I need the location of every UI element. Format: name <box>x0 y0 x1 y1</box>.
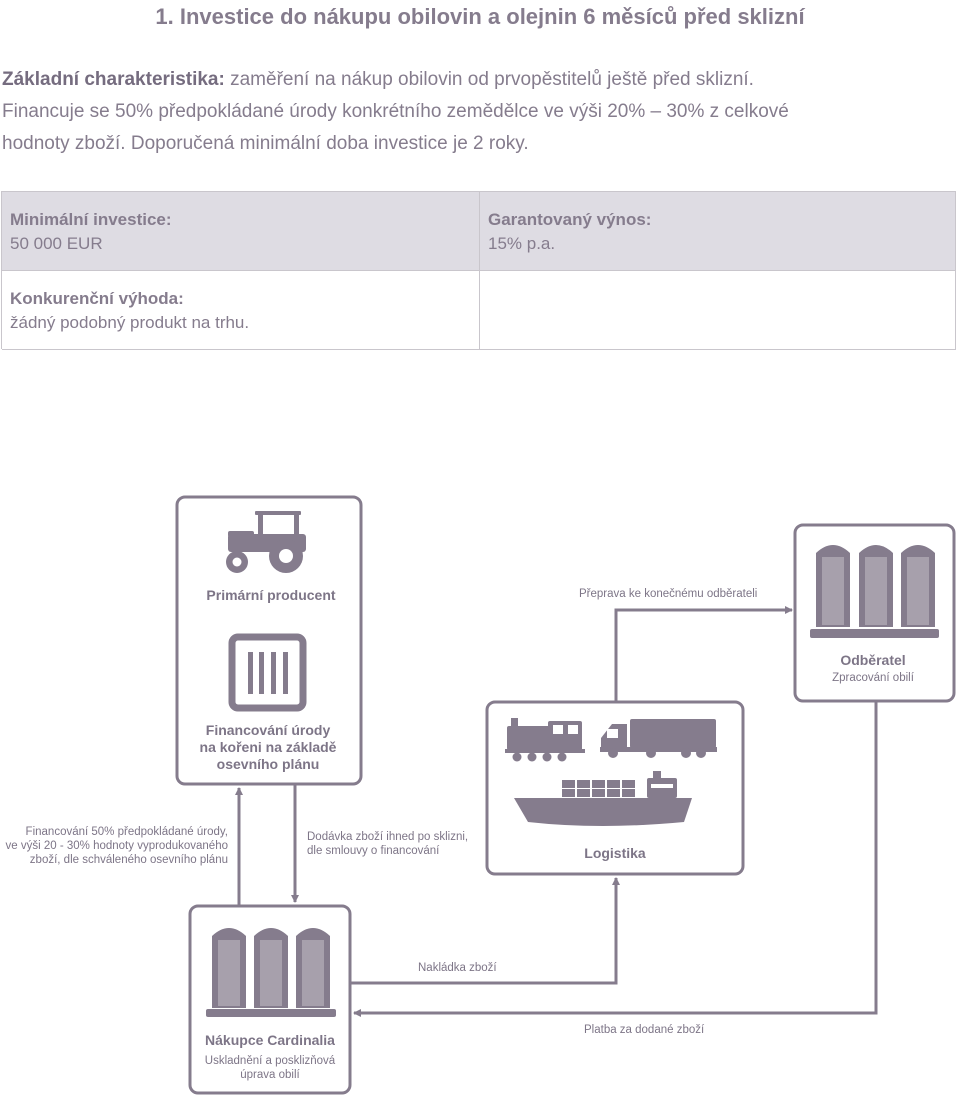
edge-loading-line <box>350 877 620 985</box>
financing-label-1: Financování úrody <box>206 722 331 738</box>
yield-label: Garantovaný výnos: <box>488 210 652 229</box>
yield-cell: Garantovaný výnos: 15% p.a. <box>480 192 956 271</box>
silo-icon <box>810 545 939 638</box>
edge-financing-label-1: Financování 50% předpokládané úrody, <box>26 826 228 838</box>
min-invest-cell: Minimální investice: 50 000 EUR <box>2 192 480 271</box>
receiver-sub-label: Zpracování obilí <box>832 672 915 684</box>
buyer-label: Nákupce Cardinalia <box>205 1032 335 1048</box>
edge-delivery-label-1: Dodávka zboží ihned po sklizni, <box>307 831 468 843</box>
advantage-value: žádný podobný produkt na trhu. <box>10 313 250 332</box>
edge-financing-label-2: ve výši 20 - 30% hodnoty vyprodukovaného <box>6 840 228 852</box>
intro-lead: Základní charakteristika: <box>2 69 225 90</box>
page-title: 1. Investice do nákupu obilovin a olejni… <box>155 4 805 29</box>
financing-label-2: na kořeni na základě <box>200 739 337 755</box>
edge-transport-label: Přeprava ke konečnému odběrateli <box>579 588 757 600</box>
ship-icon <box>514 771 692 826</box>
advantage-cell: Konkurenční výhoda: žádný podobný produk… <box>2 271 480 350</box>
edge-delivery-label-2: dle smlouvy o financování <box>307 845 440 857</box>
silo-icon-buyer <box>206 928 336 1017</box>
info-table: Minimální investice: 50 000 EUR Garantov… <box>1 191 956 350</box>
logistics-label: Logistika <box>584 845 646 861</box>
edge-payment-line <box>353 701 878 1017</box>
receiver-label: Odběratel <box>840 652 905 668</box>
edge-financing-label-3: zboží, dle schváleného osevního plánu <box>30 854 228 866</box>
intro-text: Základní charakteristika: zaměření na ná… <box>2 64 942 160</box>
min-invest-label: Minimální investice: <box>10 210 172 229</box>
edge-loading-label: Nakládka zboží <box>418 962 497 974</box>
intro-line-3: hodnoty zboží. Doporučená minimální doba… <box>2 133 529 154</box>
buyer-sub-label-1: Uskladnění a posklizňová <box>205 1055 336 1067</box>
edge-payment-label: Platba za dodané zboží <box>584 1024 705 1036</box>
train-icon <box>505 718 585 762</box>
empty-cell <box>480 271 956 350</box>
advantage-label: Konkurenční výhoda: <box>10 289 184 308</box>
truck-icon <box>600 719 717 758</box>
intro-line-1-text: zaměření na nákup obilovin od prvopěstit… <box>224 69 754 90</box>
min-invest-value: 50 000 EUR <box>10 234 103 253</box>
tractor-icon <box>226 511 306 573</box>
yield-value: 15% p.a. <box>488 234 556 253</box>
crate-icon <box>228 633 307 712</box>
intro-line-1: Základní charakteristika: zaměření na ná… <box>2 64 942 96</box>
buyer-sub-label-2: úprava obilí <box>240 1069 300 1081</box>
intro-line-2: Financuje se 50% předpokládané úrody kon… <box>2 101 789 122</box>
producer-label: Primární producent <box>206 587 335 603</box>
financing-label-3: osevního plánu <box>217 756 320 772</box>
edge-transport-line <box>614 606 793 702</box>
